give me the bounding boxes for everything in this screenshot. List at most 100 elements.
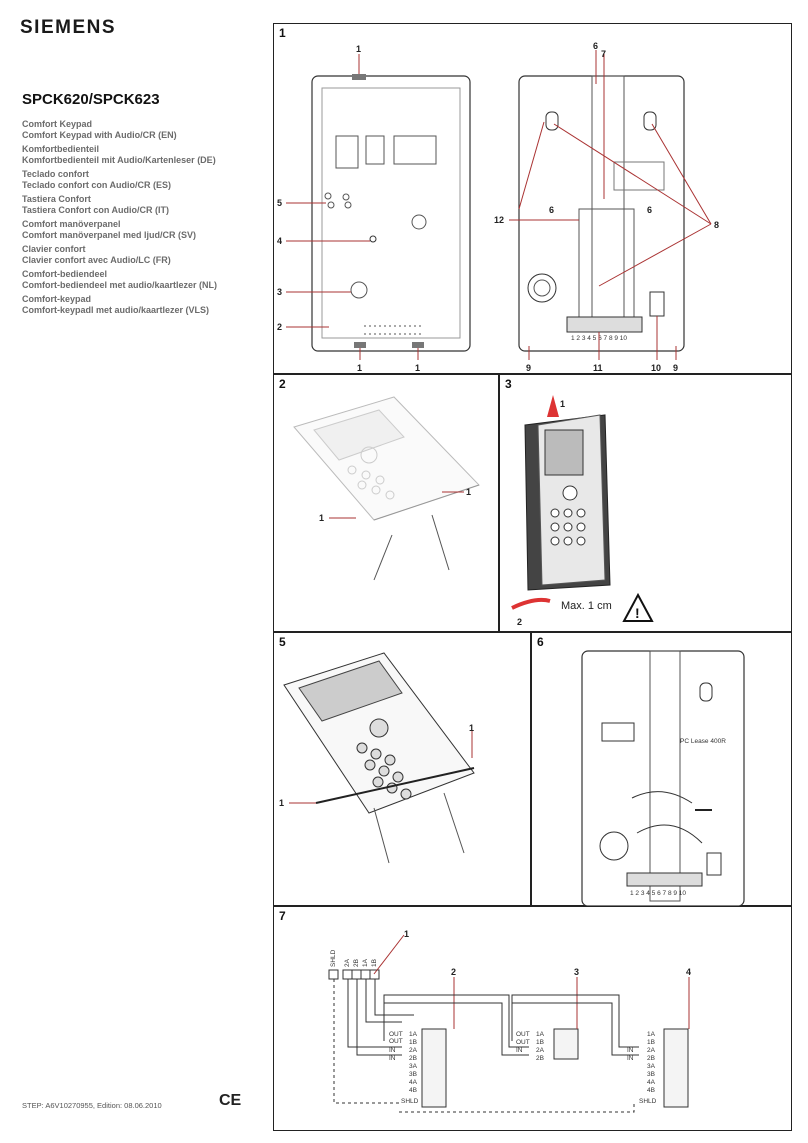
svg-text:1A: 1A bbox=[409, 1031, 418, 1038]
callout-1-top: 1 bbox=[356, 44, 361, 74]
svg-text:IN: IN bbox=[389, 1047, 396, 1054]
svg-text:2B: 2B bbox=[353, 959, 360, 967]
callout-1-left: 1 bbox=[319, 513, 356, 523]
svg-text:1: 1 bbox=[357, 363, 362, 373]
callout-11: 11 bbox=[593, 332, 603, 373]
callout-2: 2 bbox=[517, 617, 522, 627]
svg-text:1: 1 bbox=[469, 723, 474, 733]
callout-1-bottom-b: 1 bbox=[415, 348, 420, 373]
svg-text:4B: 4B bbox=[647, 1087, 655, 1094]
callout-4: 4 bbox=[277, 236, 370, 246]
svg-text:4A: 4A bbox=[647, 1079, 656, 1086]
callout-10: 10 bbox=[651, 316, 661, 373]
svg-text:OUT: OUT bbox=[389, 1031, 403, 1038]
svg-text:4A: 4A bbox=[409, 1079, 418, 1086]
panel-6: 6 PC Lease 400R 1 2 3 4 5 6 7 8 9 10 bbox=[531, 632, 792, 907]
lang-title: Comfort manöverpanel bbox=[22, 219, 121, 229]
callout-6-left: 6 bbox=[518, 121, 554, 215]
panel-2: 2 1 1 bbox=[273, 374, 499, 632]
svg-text:IN: IN bbox=[627, 1047, 634, 1054]
svg-text:4B: 4B bbox=[409, 1087, 417, 1094]
svg-text:9: 9 bbox=[526, 363, 531, 373]
svg-text:2: 2 bbox=[451, 967, 456, 977]
back-housing-diagram: 1 5 4 3 2 1 1 1 2 3 4 5 6 7 8 9 10 6 7 1… bbox=[277, 41, 719, 373]
svg-text:OUT: OUT bbox=[516, 1039, 530, 1046]
callout-1: 1 bbox=[560, 399, 565, 409]
svg-text:9: 9 bbox=[673, 363, 678, 373]
callout-5: 5 bbox=[277, 198, 326, 208]
svg-text:1: 1 bbox=[319, 513, 324, 523]
keypad-mounting-diagram: 1 1 bbox=[279, 652, 475, 864]
siemens-logo: SIEMENS bbox=[20, 17, 117, 38]
callout-1-right: 1 bbox=[442, 487, 471, 497]
lang-title: Tastiera Confort bbox=[22, 194, 91, 204]
svg-text:2B: 2B bbox=[536, 1055, 544, 1062]
svg-text:2A: 2A bbox=[344, 958, 351, 967]
callout-1-bottom-a: 1 bbox=[357, 348, 362, 373]
step-edition: STEP: A6V10270955, Edition: 08.06.2010 bbox=[22, 1101, 162, 1110]
callout-1-right: 1 bbox=[469, 723, 474, 758]
svg-text:SHLD: SHLD bbox=[330, 949, 337, 967]
lang-subtitle: Comfort Keypad with Audio/CR (EN) bbox=[22, 130, 177, 140]
svg-text:IN: IN bbox=[389, 1055, 396, 1062]
svg-text:SHLD: SHLD bbox=[401, 1098, 419, 1105]
panel-1: 1 1 5 4 3 2 1 1 1 2 bbox=[273, 23, 792, 374]
svg-text:3: 3 bbox=[277, 287, 282, 297]
svg-text:4: 4 bbox=[686, 967, 691, 977]
svg-text:1: 1 bbox=[466, 487, 471, 497]
lang-subtitle: Clavier confort avec Audio/LC (FR) bbox=[22, 255, 171, 265]
callout-2: 2 bbox=[451, 967, 456, 1029]
lang-title: Clavier confort bbox=[22, 244, 86, 254]
svg-text:1B: 1B bbox=[409, 1039, 417, 1046]
panel-number: 7 bbox=[279, 909, 286, 923]
svg-text:1B: 1B bbox=[647, 1039, 655, 1046]
svg-text:6: 6 bbox=[549, 205, 554, 215]
svg-text:1: 1 bbox=[415, 363, 420, 373]
lang-title: Comfort-bediendeel bbox=[22, 269, 108, 279]
svg-text:1B: 1B bbox=[536, 1039, 544, 1046]
panel-number: 6 bbox=[537, 635, 544, 649]
svg-text:3B: 3B bbox=[409, 1071, 417, 1078]
keypad-removal-diagram: 1 1 bbox=[293, 396, 480, 581]
callout-12: 12 bbox=[494, 215, 579, 225]
svg-text:7: 7 bbox=[601, 49, 606, 59]
svg-text:IN: IN bbox=[516, 1047, 523, 1054]
keypad-tilt-diagram: 1 2 Max. 1 cm ! bbox=[511, 395, 654, 627]
callout-4: 4 bbox=[686, 967, 691, 1029]
svg-text:12: 12 bbox=[494, 215, 504, 225]
svg-text:1: 1 bbox=[404, 929, 409, 939]
svg-text:2A: 2A bbox=[536, 1047, 545, 1054]
svg-text:2B: 2B bbox=[647, 1055, 655, 1062]
svg-text:10: 10 bbox=[651, 363, 661, 373]
svg-text:2A: 2A bbox=[409, 1047, 418, 1054]
svg-text:1A: 1A bbox=[536, 1031, 545, 1038]
svg-text:1 2 3 4 5 6 7 8 9 10: 1 2 3 4 5 6 7 8 9 10 bbox=[630, 890, 686, 897]
svg-text:11: 11 bbox=[593, 363, 603, 373]
svg-text:2: 2 bbox=[277, 322, 282, 332]
svg-text:4: 4 bbox=[277, 236, 282, 246]
warning-icon: ! bbox=[622, 592, 654, 622]
callout-1-left: 1 bbox=[279, 798, 316, 808]
callout-6-right: 6 bbox=[647, 205, 652, 215]
callout-7: 7 bbox=[601, 49, 606, 199]
callout-2: 2 bbox=[277, 322, 329, 332]
panel-number: 1 bbox=[279, 26, 286, 40]
ce-mark: CE bbox=[219, 1092, 242, 1109]
svg-text:3B: 3B bbox=[647, 1071, 655, 1078]
svg-text:2A: 2A bbox=[647, 1047, 656, 1054]
callout-9-left: 9 bbox=[526, 346, 531, 373]
svg-text:SHLD: SHLD bbox=[639, 1098, 657, 1105]
lang-subtitle: Tastiera Confort con Audio/CR (IT) bbox=[22, 205, 169, 215]
callout-3: 3 bbox=[277, 287, 351, 297]
wired-housing-diagram: PC Lease 400R 1 2 3 4 5 6 7 8 9 10 bbox=[581, 650, 745, 907]
callout-6-top: 6 bbox=[593, 41, 598, 84]
svg-text:OUT: OUT bbox=[389, 1038, 403, 1045]
svg-text:OUT: OUT bbox=[516, 1031, 530, 1038]
